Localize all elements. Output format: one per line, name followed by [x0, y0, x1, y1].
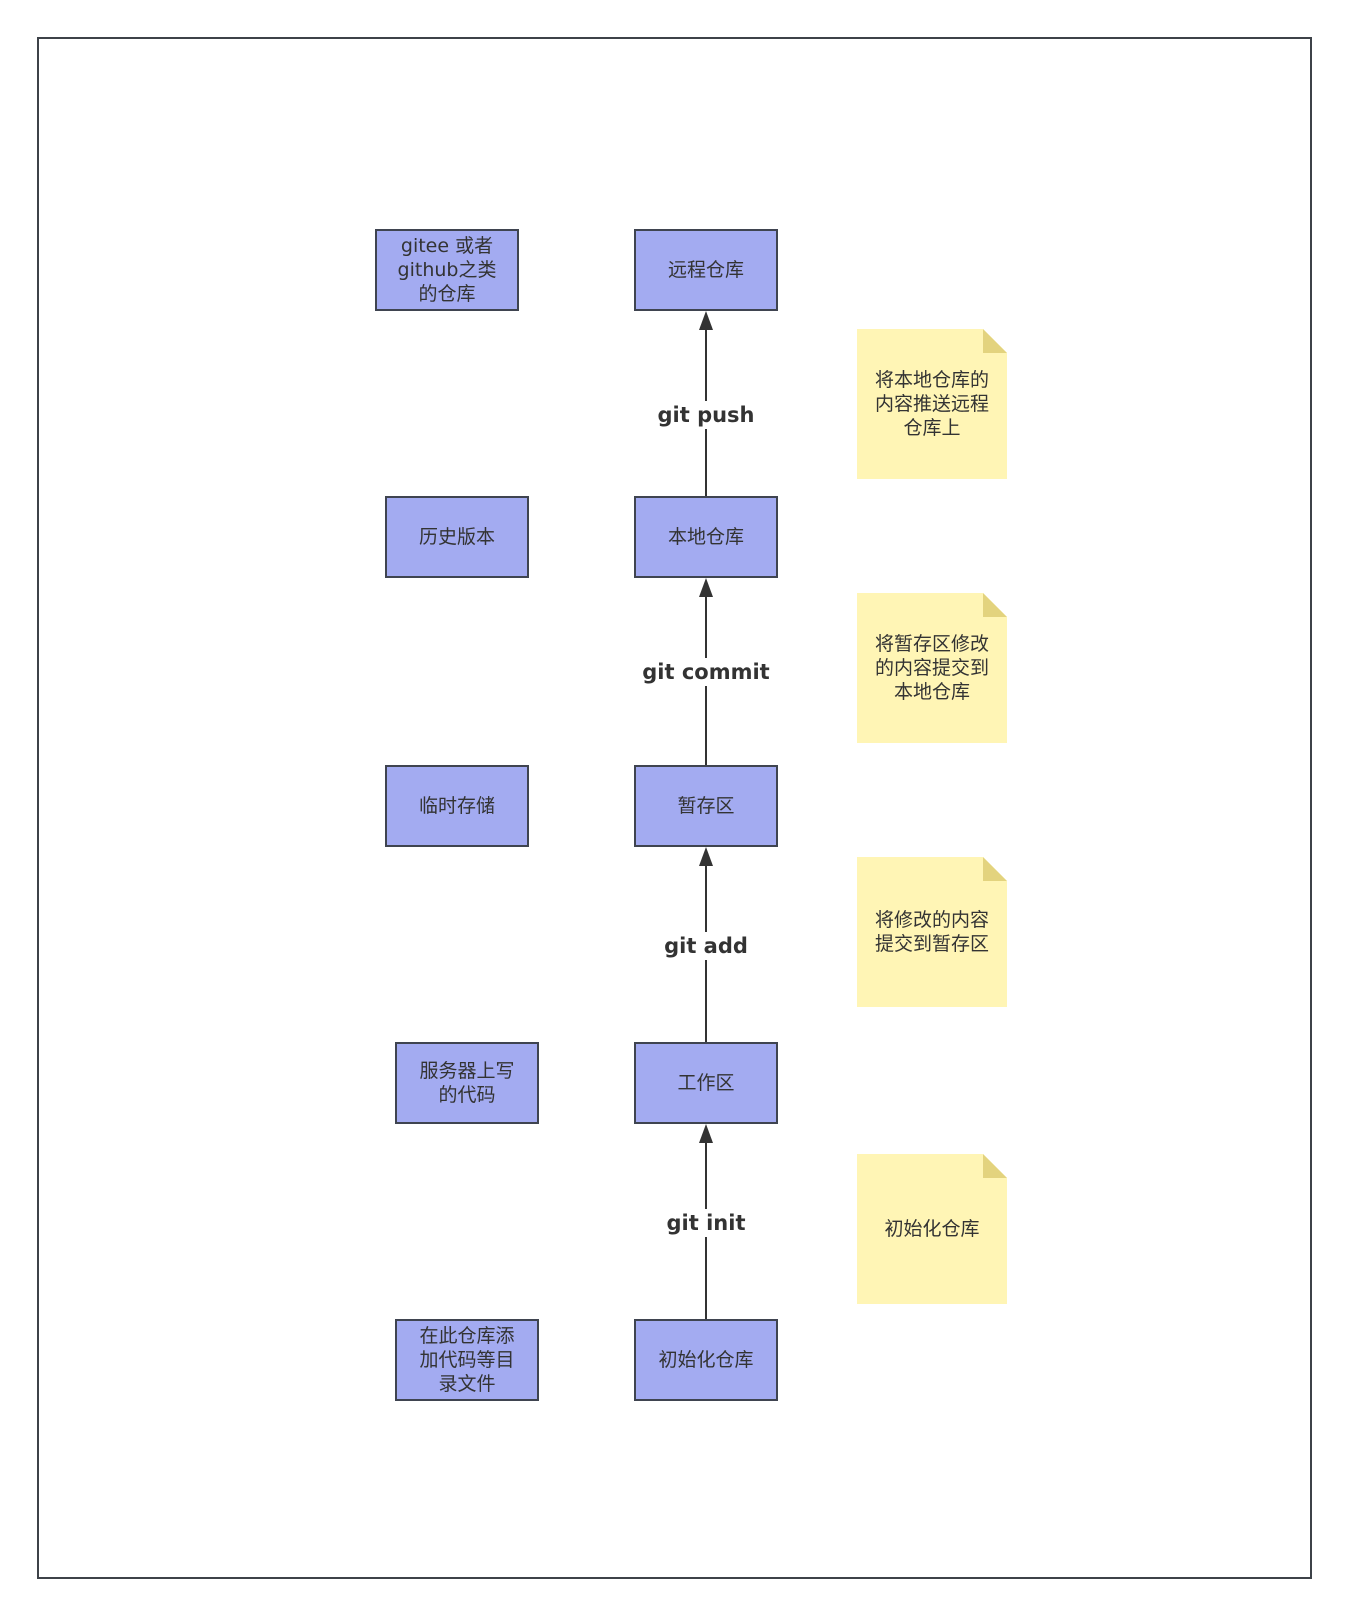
- note-text: 将本地仓库的 内容推送远程 仓库上: [874, 369, 989, 439]
- note-init: 初始化仓库: [857, 1154, 1007, 1304]
- left-box-label: 在此仓库添 加代码等目 录文件: [419, 1325, 515, 1395]
- note-commit: 将暂存区修改 的内容提交到 本地仓库: [857, 593, 1007, 743]
- box-label: 本地仓库: [667, 526, 744, 548]
- note-shape: [857, 857, 1007, 1007]
- box-init-repo: 初始化仓库: [634, 1319, 778, 1401]
- left-box-label: 临时存储: [418, 795, 495, 817]
- left-box-remote-desc: gitee 或者 github之类 的仓库: [375, 229, 519, 311]
- left-box-temp-storage: 临时存储: [385, 765, 529, 847]
- note-text: 初始化仓库: [884, 1218, 980, 1240]
- box-label: 初始化仓库: [658, 1349, 754, 1371]
- box-label: 暂存区: [677, 795, 735, 817]
- left-box-label: 服务器上写 的代码: [419, 1060, 515, 1106]
- left-box-label: gitee 或者 github之类 的仓库: [397, 235, 497, 305]
- edge-label-git-add: git add: [664, 932, 748, 960]
- box-staging-area: 暂存区: [634, 765, 778, 847]
- box-label: 工作区: [677, 1072, 735, 1094]
- note-shape: [857, 593, 1007, 743]
- box-local-repo: 本地仓库: [634, 496, 778, 578]
- left-box-label: 历史版本: [418, 526, 495, 548]
- left-box-add-files: 在此仓库添 加代码等目 录文件: [395, 1319, 539, 1401]
- note-shape: [857, 1154, 1007, 1304]
- box-working-dir: 工作区: [634, 1042, 778, 1124]
- note-shape: [857, 329, 1007, 479]
- edge-label-git-commit: git commit: [642, 658, 770, 686]
- note-push: 将本地仓库的 内容推送远程 仓库上: [857, 329, 1007, 479]
- note-add: 将修改的内容 提交到暂存区: [857, 857, 1007, 1007]
- note-text: 将修改的内容 提交到暂存区: [874, 909, 989, 955]
- edge-label-git-init: git init: [666, 1209, 746, 1237]
- box-label: 远程仓库: [667, 259, 744, 281]
- box-remote-repo: 远程仓库: [634, 229, 778, 311]
- edge-label-git-push: git push: [657, 401, 755, 429]
- left-box-server-code: 服务器上写 的代码: [395, 1042, 539, 1124]
- note-text: 将暂存区修改 的内容提交到 本地仓库: [874, 633, 989, 703]
- left-box-history: 历史版本: [385, 496, 529, 578]
